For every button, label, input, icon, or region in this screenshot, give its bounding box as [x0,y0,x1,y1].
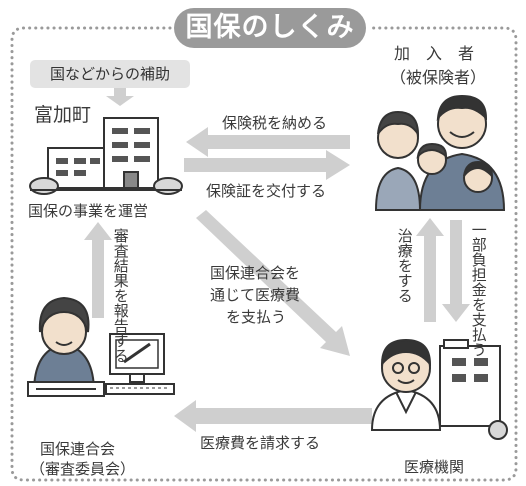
flow-treatment: 治療をする [395,228,414,303]
diagram-title: 国保のしくみ [174,8,366,48]
arrow-pay-tax [186,127,350,157]
doctor-illustration [370,338,508,440]
medical-name: 医療機関 [404,458,465,476]
arrow-report [84,222,112,318]
flow-pay-via-federation-line2: 通じて医療費 [210,286,301,304]
town-role: 国保の事業を運営 [28,202,149,220]
flow-report-results: 審査結果を報告する [111,228,130,363]
federation-name: 国保連合会 [40,440,116,458]
federation-subtitle: （審査委員会） [30,460,136,478]
town-hall-illustration [29,117,183,195]
town-name: 富加町 [34,104,92,126]
flow-partial-payment: 一部負担金を支払う [469,222,488,357]
subsidy-box: 国などからの補助 [30,60,190,88]
arrow-treatment [416,218,444,322]
family-illustration [374,94,506,211]
town-hall-low-wing [47,147,109,189]
flow-claim-costs: 医療費を請求する [200,434,321,452]
arrow-pay-via-federation [196,210,350,356]
federation-worker-illustration [27,296,175,397]
arrow-issue-card [184,150,350,180]
flow-issue-card: 保険証を交付する [206,182,327,200]
flow-pay-tax: 保険税を納める [222,114,328,132]
arrow-claim-costs [174,400,372,432]
arrow-partial-payment [442,220,470,322]
insured-subtitle: （被保険者） [390,68,487,87]
arrow-subsidy-down [106,88,134,106]
arrows [84,88,470,432]
flow-pay-via-federation-line3: を支払う [226,308,287,326]
dotted-frame [10,26,518,482]
flow-pay-via-federation-line1: 国保連合会を [210,264,301,282]
insured-name: 加 入 者 [394,44,475,63]
